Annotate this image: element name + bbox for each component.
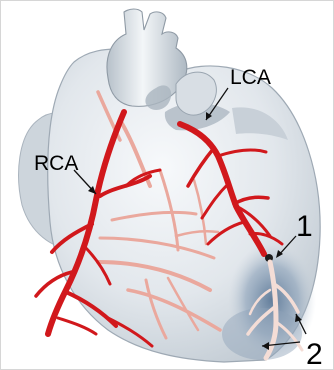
label-lca: LCA (230, 66, 271, 89)
label-rca: RCA (34, 152, 78, 175)
label-marker-1: 1 (296, 210, 313, 243)
label-marker-2: 2 (306, 338, 323, 370)
